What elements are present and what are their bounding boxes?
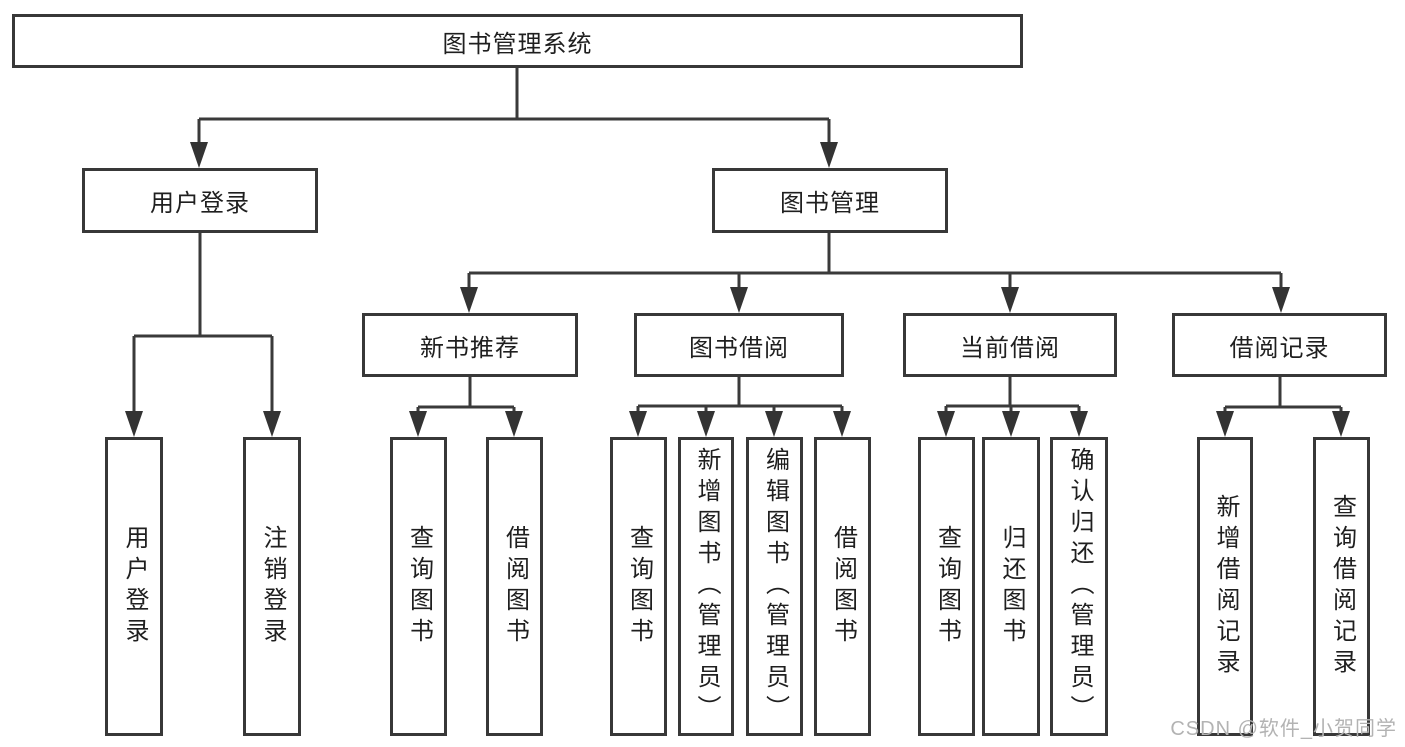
leaf-recommend-query-books: 查询图书 xyxy=(390,437,447,736)
leaf-current-query-books: 查询图书 xyxy=(918,437,975,736)
node-borrowing-records: 借阅记录 xyxy=(1172,313,1387,377)
leaf-borrowing-query-books: 查询图书 xyxy=(610,437,667,736)
leaf-recommend-borrow-books: 借阅图书 xyxy=(486,437,543,736)
leaf-borrowing-add-books-admin: 新增图书（管理员） xyxy=(678,437,734,736)
node-current-borrowing: 当前借阅 xyxy=(903,313,1117,377)
leaf-current-confirm-return-admin: 确认归还（管理员） xyxy=(1050,437,1108,736)
leaf-borrowing-borrow-books: 借阅图书 xyxy=(814,437,871,736)
csdn-watermark: CSDN @软件_小贺同学 xyxy=(1170,718,1397,740)
node-book-management: 图书管理 xyxy=(712,168,948,233)
node-book-borrowing: 图书借阅 xyxy=(634,313,844,377)
leaf-records-query-record: 查询借阅记录 xyxy=(1313,437,1370,736)
leaf-current-return-books: 归还图书 xyxy=(982,437,1040,736)
leaf-records-add-record: 新增借阅记录 xyxy=(1197,437,1253,736)
leaf-user-login: 用户登录 xyxy=(105,437,163,736)
node-user-login: 用户登录 xyxy=(82,168,318,233)
node-library-system: 图书管理系统 xyxy=(12,14,1023,68)
leaf-borrowing-edit-books-admin: 编辑图书（管理员） xyxy=(746,437,803,736)
node-new-book-recommend: 新书推荐 xyxy=(362,313,578,377)
arrowheads xyxy=(125,142,1350,437)
leaf-logout: 注销登录 xyxy=(243,437,301,736)
